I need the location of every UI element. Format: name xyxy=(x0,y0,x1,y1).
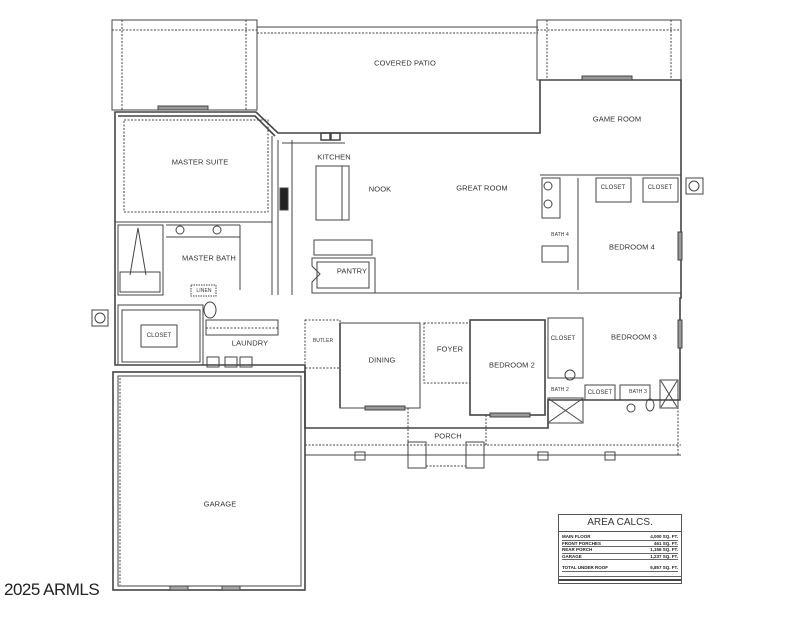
area-row-value: 1,156 SQ. FT. xyxy=(650,547,678,552)
area-row-value: 461 SQ. FT. xyxy=(653,540,678,546)
room-label-covered-patio: COVERED PATIO xyxy=(374,58,436,68)
area-row-value: 4,000 SQ. FT. xyxy=(650,534,678,539)
area-row-label: GARAGE xyxy=(562,553,582,559)
room-label-closet: CLOSET xyxy=(647,185,673,191)
room-label-kitchen: KITCHEN xyxy=(317,152,351,162)
room-label-porch: PORCH xyxy=(434,431,462,441)
room-label-closet: CLOSET xyxy=(550,336,576,342)
master-suite-tray xyxy=(123,119,269,213)
divider xyxy=(559,576,681,577)
room-label-bedroom-2: BEDROOM 2 xyxy=(489,360,535,370)
area-row-label: MAIN FLOOR xyxy=(562,534,591,539)
room-label-game-room: GAME ROOM xyxy=(592,114,642,124)
area-row-label: REAR PORCH xyxy=(562,547,593,552)
room-label-laundry: LAUNDRY xyxy=(231,338,269,348)
area-total-row: TOTAL UNDER ROOF 6,857 SQ. FT. xyxy=(562,565,678,572)
room-label-pantry: PANTRY xyxy=(336,266,368,276)
room-label-bedroom-4: BEDROOM 4 xyxy=(609,242,655,252)
area-total-value: 6,857 SQ. FT. xyxy=(650,565,678,570)
room-label-closet: CLOSET xyxy=(600,185,626,191)
room-label-garage: GARAGE xyxy=(203,499,237,509)
room-label-butler: BUTLER xyxy=(312,338,334,344)
room-label-master-bath: MASTER BATH xyxy=(182,253,236,263)
area-row: FRONT PORCHES 461 SQ. FT. xyxy=(562,540,678,547)
room-label-great-room: GREAT ROOM xyxy=(456,183,508,193)
room-label-bedroom-3: BEDROOM 3 xyxy=(611,332,657,342)
area-row-label: FRONT PORCHES xyxy=(562,540,602,546)
room-label-dining: DINING xyxy=(368,355,396,365)
room-label-linen: LINEN xyxy=(196,288,212,294)
room-label-bath-3: BATH 3 xyxy=(629,389,647,395)
room-label-master-suite: MASTER SUITE xyxy=(171,157,229,167)
area-row: MAIN FLOOR 4,000 SQ. FT. xyxy=(562,534,678,541)
area-calcs-title: AREA CALCS. xyxy=(559,515,681,532)
divider xyxy=(559,579,681,581)
room-label-bath-4: BATH 4 xyxy=(551,232,569,238)
room-label-closet: CLOSET xyxy=(146,333,172,339)
room-label-nook: NOOK xyxy=(368,184,392,194)
watermark: 2025 ARMLS xyxy=(4,580,100,599)
room-label-bath-2: BATH 2 xyxy=(551,387,569,393)
area-total-label: TOTAL UNDER ROOF xyxy=(562,565,608,570)
room-label-foyer: FOYER xyxy=(436,344,464,354)
area-row: REAR PORCH 1,156 SQ. FT. xyxy=(562,547,678,554)
area-row: GARAGE 1,237 SQ. FT. xyxy=(562,553,678,560)
room-label-closet: CLOSET xyxy=(587,390,613,396)
area-calcs-table: AREA CALCS. MAIN FLOOR 4,000 SQ. FT. FRON… xyxy=(558,514,682,584)
area-row-value: 1,237 SQ. FT. xyxy=(650,553,678,559)
